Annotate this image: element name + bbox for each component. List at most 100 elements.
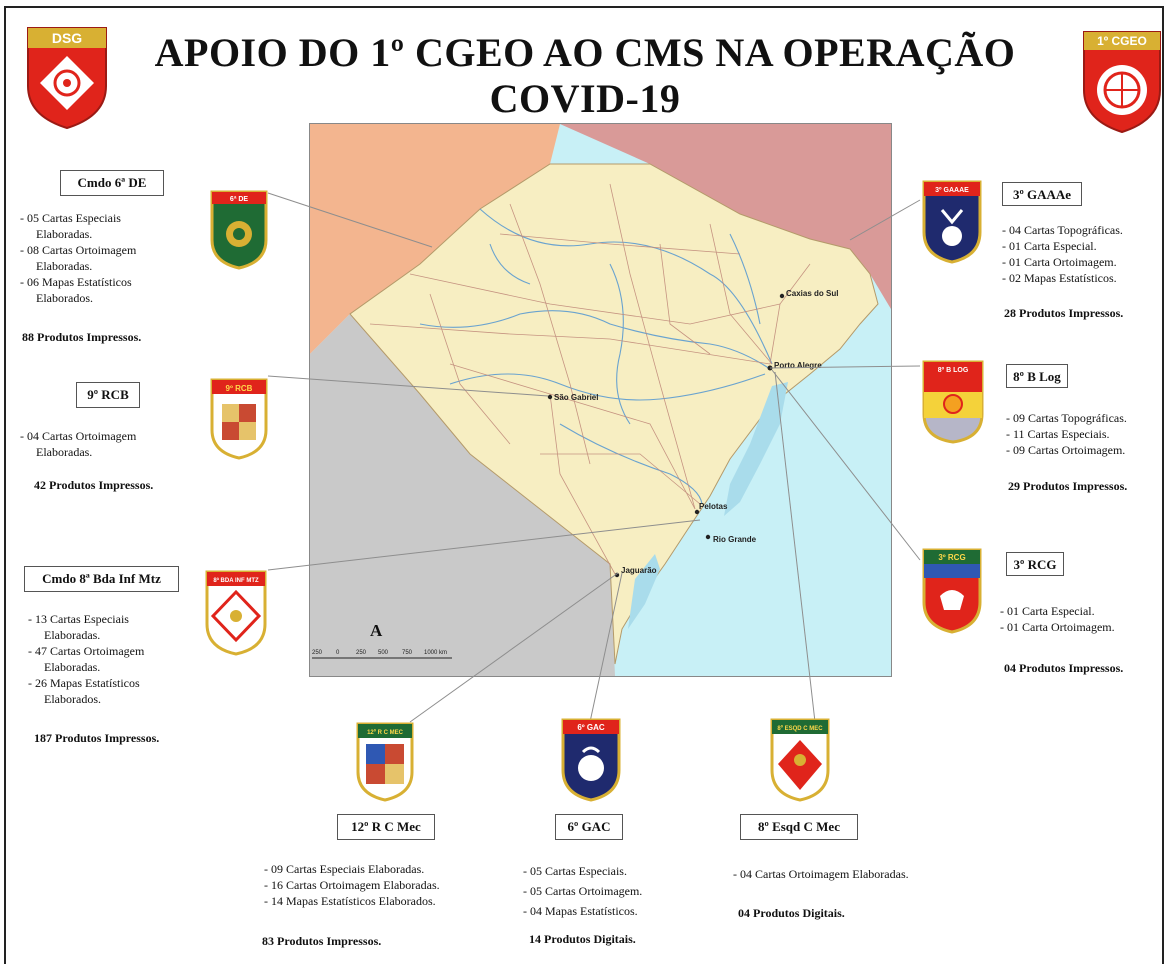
shield-3-rcg: 3º RCG <box>922 548 982 634</box>
product-item: Elaboradas. <box>36 445 93 459</box>
total-6-gac: 14 Produtos Digitais. <box>529 932 636 946</box>
shield-3-gaaae: 3º GAAAE <box>922 180 982 264</box>
roads <box>369 183 811 575</box>
total-cmdo-6-de: 88 Produtos Impressos. <box>22 330 142 344</box>
product-item: - 02 Mapas Estatísticos. <box>1002 271 1117 285</box>
product-item: Elaboradas. <box>44 628 101 642</box>
product-item: - 26 Mapas Estatísticos <box>28 676 140 690</box>
product-item: - 01 Carta Especial. <box>1002 239 1097 253</box>
product-item: - 14 Mapas Estatísticos Elaborados. <box>264 894 436 908</box>
shield-cmdo-8-bda: 8ª BDA INF MTZ <box>205 570 267 656</box>
shield-label: 8º ESQD C MEC <box>777 726 823 732</box>
rio-grande-do-sul-map: Caxias do Sul Porto Alegre São Gabriel P… <box>309 123 892 677</box>
product-item: - 05 Cartas Especiais <box>20 211 121 225</box>
shield-9-rcb: 9º RCB <box>210 378 268 460</box>
product-item: - 05 Cartas Ortoimagem. <box>523 884 643 898</box>
total-cmdo-8-bda: 187 Produtos Impressos. <box>34 731 160 745</box>
product-item: - 04 Cartas Topográficas. <box>1002 223 1123 237</box>
shield-6-gac: 6º GAC <box>561 718 621 802</box>
shield-label: 3º RCG <box>938 553 965 562</box>
scale-tick: 250 <box>356 650 367 656</box>
product-item: - 08 Cartas Ortoimagem <box>20 243 137 257</box>
products-list-12-r-c-mec: - 09 Cartas Especiais Elaboradas. - 16 C… <box>264 861 440 909</box>
products-list-6-gac: - 05 Cartas Especiais. - 05 Cartas Ortoi… <box>523 861 642 921</box>
total-9-rcb: 42 Produtos Impressos. <box>34 478 154 492</box>
unit-name-9-rcb: 9º RCB <box>76 382 140 408</box>
product-item: - 01 Carta Ortoimagem. <box>1000 620 1115 634</box>
page-subtitle: COVID-19 <box>489 76 681 121</box>
cgeo-emblem-label: 1º CGEO <box>1097 34 1147 48</box>
shield-label: 6ª DE <box>230 196 248 203</box>
total-8-esqd-c-mec: 04 Produtos Digitais. <box>738 906 845 920</box>
lagoa-mirim <box>628 554 660 629</box>
unit-name-3-rcg: 3º RCG <box>1006 552 1064 576</box>
product-item: - 05 Cartas Especiais. <box>523 864 627 878</box>
product-item: - 04 Cartas Ortoimagem <box>20 429 137 443</box>
unit-name-6-gac: 6º GAC <box>555 814 623 840</box>
products-list-cmdo-8-bda: - 13 Cartas Especiais Elaboradas. - 47 C… <box>28 611 144 707</box>
product-item: - 13 Cartas Especiais <box>28 612 129 626</box>
product-item: Elaboradas. <box>36 227 93 241</box>
city-porto-alegre: Porto Alegre <box>774 361 822 370</box>
product-item: - 01 Carta Especial. <box>1000 604 1095 618</box>
product-item: Elaboradas. <box>44 660 101 674</box>
shield-label: 3º GAAAE <box>935 187 969 194</box>
product-item: - 09 Cartas Especiais Elaboradas. <box>264 862 425 876</box>
products-list-9-rcb: - 04 Cartas Ortoimagem Elaboradas. <box>20 428 136 460</box>
shield-label: 9º RCB <box>226 384 253 393</box>
north-arrow: A <box>370 621 383 640</box>
products-list-3-rcg: - 01 Carta Especial. - 01 Carta Ortoimag… <box>1000 603 1115 635</box>
city-jaguarao: Jaguarão <box>621 566 657 575</box>
total-8-b-log: 29 Produtos Impressos. <box>1008 479 1128 493</box>
city-pelotas: Pelotas <box>699 502 728 511</box>
city-rio-grande: Rio Grande <box>713 535 757 544</box>
product-item: Elaboradas. <box>36 259 93 273</box>
rivers <box>419 208 773 505</box>
city-sao-gabriel: São Gabriel <box>554 393 598 402</box>
product-item: Elaborados. <box>44 692 101 706</box>
shield-8-esqd-c-mec: 8º ESQD C MEC <box>770 718 830 802</box>
page-frame <box>4 6 1164 964</box>
shield-cmdo-6-de: 6ª DE <box>210 190 268 270</box>
unit-name-3-gaaae: 3º GAAAe <box>1002 182 1082 206</box>
dsg-emblem-label: DSG <box>52 30 82 46</box>
product-item: - 47 Cartas Ortoimagem <box>28 644 145 658</box>
argentina-region <box>310 124 560 354</box>
page-title: APOIO DO 1º CGEO AO CMS NA OPERAÇÃO <box>154 30 1016 75</box>
cgeo-emblem: 1º CGEO <box>1083 31 1161 134</box>
city-caxias-do-sul: Caxias do Sul <box>786 289 838 298</box>
unit-name-cmdo-6-de: Cmdo 6ª DE <box>60 170 164 196</box>
santa-catarina-region <box>560 124 891 309</box>
product-item: - 09 Cartas Topográficas. <box>1006 411 1127 425</box>
product-item: - 09 Cartas Ortoimagem. <box>1006 443 1126 457</box>
shield-label: 8º B LOG <box>938 367 969 374</box>
scale-tick: 750 <box>402 650 413 656</box>
product-item: - 11 Cartas Especiais. <box>1006 427 1110 441</box>
scale-tick: 1000 km <box>424 650 447 656</box>
products-list-8-esqd-c-mec: - 04 Cartas Ortoimagem Elaboradas. <box>733 866 909 882</box>
scale-tick: 250 <box>312 650 323 656</box>
product-item: - 01 Carta Ortoimagem. <box>1002 255 1117 269</box>
scale-tick: 500 <box>378 650 389 656</box>
product-item: Elaborados. <box>36 291 93 305</box>
unit-name-12-r-c-mec: 12º R C Mec <box>337 814 435 840</box>
total-3-gaaae: 28 Produtos Impressos. <box>1004 306 1124 320</box>
total-12-r-c-mec: 83 Produtos Impressos. <box>262 934 382 948</box>
map-canvas: Caxias do Sul Porto Alegre São Gabriel P… <box>310 124 891 676</box>
shield-label: 6º GAC <box>577 723 605 732</box>
products-list-3-gaaae: - 04 Cartas Topográficas. - 01 Carta Esp… <box>1002 222 1123 286</box>
products-list-cmdo-6-de: - 05 Cartas Especiais Elaboradas. - 08 C… <box>20 210 136 306</box>
product-item: - 06 Mapas Estatísticos <box>20 275 132 289</box>
lagoa-dos-patos <box>724 382 788 516</box>
shield-12-r-c-mec: 12º R C MEC <box>356 722 414 802</box>
uruguay-region <box>310 314 615 676</box>
scale-bar: 250 0 250 500 750 1000 km <box>312 650 452 659</box>
rio-grande-do-sul-land <box>349 163 879 665</box>
total-3-rcg: 04 Produtos Impressos. <box>1004 661 1124 675</box>
unit-name-cmdo-8-bda-inf-mtz: Cmdo 8ª Bda Inf Mtz <box>24 566 179 592</box>
shield-8-b-log: 8º B LOG <box>922 360 984 444</box>
unit-name-8-esqd-c-mec: 8º Esqd C Mec <box>740 814 858 840</box>
shield-label: 12º R C MEC <box>367 730 404 736</box>
